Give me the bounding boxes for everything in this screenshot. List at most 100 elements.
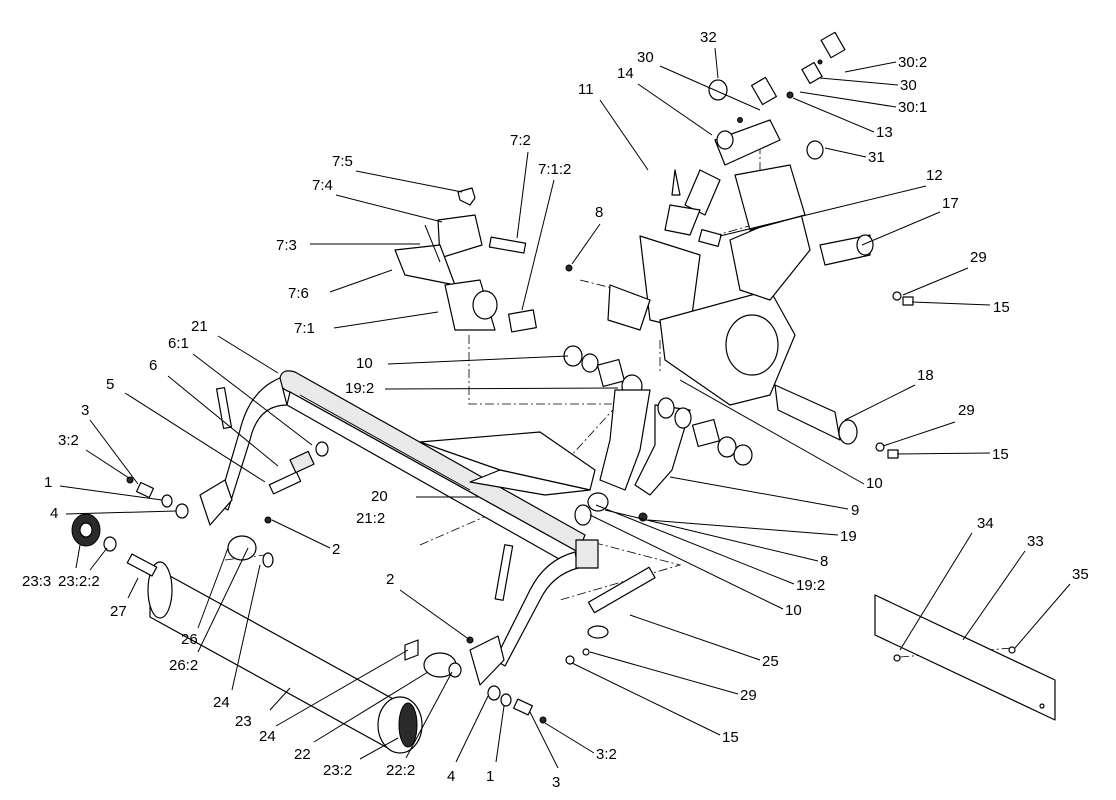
leader-line — [89, 547, 108, 571]
left-wheel-hardware — [71, 441, 329, 568]
leader-line — [124, 392, 266, 483]
leader-line — [844, 61, 897, 73]
leader-line — [495, 705, 505, 763]
leader-line — [659, 65, 761, 111]
callout-22-2: 22:2 — [386, 762, 415, 779]
callout-labels: 32 30:2 30 14 30 30:1 11 13 31 7:2 7:1:2… — [22, 29, 1089, 791]
leader-line — [962, 550, 1026, 641]
leader-line — [217, 335, 279, 374]
callout-30-2: 30:2 — [898, 54, 927, 71]
leader-line — [333, 311, 439, 329]
callout-7-1-2: 7:1:2 — [538, 161, 571, 178]
leader-line — [313, 671, 429, 743]
callout-19-2-b: 19:2 — [796, 577, 825, 594]
bottom-hardware — [404, 566, 656, 724]
callout-7-5: 7:5 — [332, 153, 353, 170]
leader-line — [896, 452, 991, 455]
callout-22: 22 — [294, 746, 311, 763]
callout-34: 34 — [977, 515, 994, 532]
callout-3-2-b: 3:2 — [596, 746, 617, 763]
leader-line — [65, 510, 177, 515]
leader-line — [231, 564, 261, 691]
leader-line — [911, 301, 991, 306]
callout-26: 26 — [181, 631, 198, 648]
callout-13: 13 — [876, 124, 893, 141]
leader-line — [127, 577, 139, 599]
callout-5: 5 — [106, 376, 114, 393]
leader-line — [647, 519, 839, 536]
callout-27: 27 — [110, 603, 127, 620]
deflector-plate — [874, 594, 1056, 721]
leader-line — [861, 211, 941, 246]
callout-4-a: 4 — [50, 505, 58, 522]
callout-23-2: 23:2 — [323, 762, 352, 779]
callout-6: 6 — [149, 357, 157, 374]
main-frame — [215, 370, 599, 667]
callout-19: 19 — [840, 528, 857, 545]
leader-line — [271, 519, 331, 549]
leader-line — [637, 83, 713, 136]
leader-line — [844, 384, 916, 421]
leader-line — [824, 147, 867, 158]
upper-bracket — [607, 164, 914, 459]
callout-20: 20 — [371, 488, 388, 505]
callout-2-b: 2 — [386, 571, 394, 588]
callout-2-a: 2 — [332, 541, 340, 558]
callout-7-1: 7:1 — [294, 320, 315, 337]
callout-17: 17 — [942, 195, 959, 212]
leader-line — [599, 99, 649, 171]
callout-30-a: 30 — [900, 77, 917, 94]
callout-7-4: 7:4 — [312, 177, 333, 194]
callout-3-b: 3 — [552, 774, 560, 791]
leader-line — [89, 419, 139, 485]
leader-line — [521, 179, 555, 311]
callout-23-2-2: 23:2:2 — [58, 573, 100, 590]
callout-10-a: 10 — [356, 355, 373, 372]
callout-23: 23 — [235, 713, 252, 730]
leader-line — [75, 544, 81, 569]
leader-line — [197, 547, 249, 653]
callout-12: 12 — [926, 167, 943, 184]
callout-19-2-a: 19:2 — [345, 380, 374, 397]
callout-8-a: 8 — [595, 204, 603, 221]
callout-15-a: 15 — [993, 299, 1010, 316]
leader-line — [571, 223, 601, 265]
leader-line — [589, 514, 784, 610]
callout-10-c: 10 — [785, 602, 802, 619]
callout-33: 33 — [1027, 533, 1044, 550]
callout-32: 32 — [700, 29, 717, 46]
callout-1-b: 1 — [486, 768, 494, 785]
callout-30-b: 30 — [637, 49, 654, 66]
callout-15-b: 15 — [992, 446, 1009, 463]
callout-1-a: 1 — [44, 474, 52, 491]
callout-31: 31 — [868, 149, 885, 166]
leader-line — [571, 662, 721, 736]
leader-line — [714, 47, 719, 79]
bracket-7-group — [394, 187, 573, 333]
leader-line — [359, 737, 399, 760]
leader-line — [595, 504, 795, 585]
callout-7-6: 7:6 — [288, 285, 309, 302]
leader-line — [902, 267, 969, 296]
leader-line — [1014, 583, 1071, 649]
leader-line — [604, 509, 819, 562]
leader-line — [192, 353, 313, 446]
leader-line — [355, 170, 463, 193]
hydraulic-cylinder — [664, 31, 846, 247]
leader-line — [405, 671, 453, 759]
leader-line — [792, 97, 875, 133]
callout-3-2-a: 3:2 — [58, 432, 79, 449]
callout-18: 18 — [917, 367, 934, 384]
callout-14: 14 — [617, 65, 634, 82]
callout-30-1: 30:1 — [898, 99, 927, 116]
leader-line — [679, 379, 865, 485]
leader-line — [799, 91, 897, 108]
leader-line — [329, 269, 393, 293]
leader-line — [399, 589, 471, 641]
leader-line — [59, 485, 163, 501]
leader-line — [335, 194, 443, 223]
leader-line — [85, 449, 130, 479]
callout-21-2: 21:2 — [356, 510, 385, 527]
